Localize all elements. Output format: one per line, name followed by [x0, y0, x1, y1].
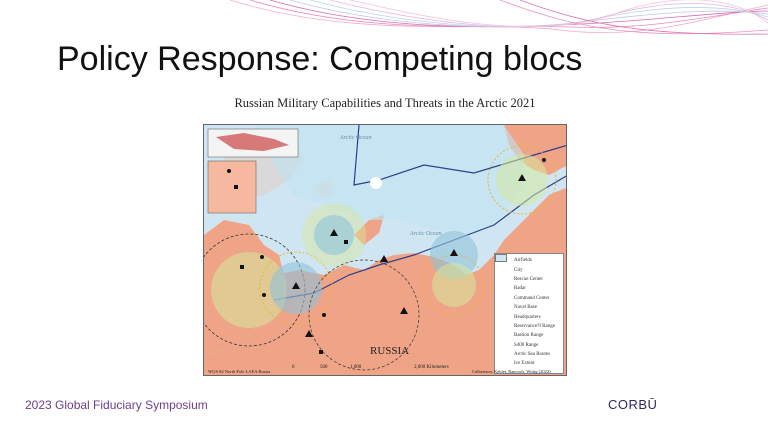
country-label: RUSSIA: [370, 345, 410, 357]
legend-label: Naval Base: [514, 305, 537, 311]
legend-label: Ice Extent: [514, 361, 535, 367]
legend-label: Headquarters: [514, 314, 541, 320]
inset-region-box: [207, 160, 257, 214]
dot-icon: [496, 255, 512, 321]
legend-label: Bastion Range: [514, 333, 544, 339]
square-icon: [496, 255, 512, 312]
arctic-map-graphic: [204, 125, 566, 375]
yellow-dash-icon: [495, 254, 512, 349]
scale-tick-500: 500: [320, 365, 328, 370]
legend-item: Naval Base: [496, 255, 560, 312]
north-pole-marker: [370, 177, 382, 189]
scale-tick-0: 0: [292, 365, 295, 370]
land-alaska: [504, 125, 566, 175]
legend-label: Radar: [514, 286, 526, 292]
event-name: 2023 Global Fiduciary Symposium: [25, 398, 208, 412]
legend-label: Reservance?I Range: [514, 323, 555, 329]
legend-item: S400 Range: [495, 254, 560, 350]
ice-extent: [254, 125, 524, 235]
circle-icon: [495, 254, 512, 293]
star-icon: [495, 254, 512, 302]
land-novaya-zemlya: [354, 215, 384, 245]
legend-item: Radar: [495, 254, 560, 293]
sea-route-north: [353, 125, 566, 186]
legend-label: Arctic Sea Routes: [514, 352, 551, 358]
legend-label: S400 Range: [514, 342, 539, 348]
map-markers: [227, 158, 546, 354]
range-circles: [204, 145, 557, 371]
blue-line-icon: [495, 257, 512, 359]
projection-note: WGS 84 North Pole LAEA Russia: [208, 369, 271, 374]
diamond-icon: [495, 254, 512, 274]
arctic-map: Airfields City Rescue Center Radar Comma…: [203, 124, 567, 376]
legend-item: Arctic Sea Routes: [495, 257, 560, 359]
ocean-label-west: Arctic Ocean: [340, 135, 372, 141]
map-caption: Russian Military Capabilities and Threat…: [234, 96, 536, 110]
ice-box-icon: [495, 254, 512, 368]
slide-title: Policy Response: Competing blocs: [57, 40, 583, 78]
legend-label: Airfields: [514, 258, 532, 264]
scale-tick-2000: 2,000 Kilometers: [414, 365, 449, 370]
legend-label: Command Center: [514, 295, 550, 301]
legend-label: Rescue Center: [514, 276, 544, 282]
legend-item: Rescue Center: [495, 254, 560, 284]
map-credit: Culbertson, Kehler, Bancroft, Wittig (20…: [472, 369, 551, 374]
dashed-circle-icon: [495, 254, 512, 330]
decorative-wave-lines: [229, 0, 768, 35]
legend-item: Headquarters: [496, 255, 560, 321]
scale-tick-1000: 1,000: [350, 365, 362, 370]
legend-item: Bastion Range: [495, 254, 560, 340]
plus-icon: [495, 254, 512, 283]
ocean-label-east: Arctic Ocean: [410, 231, 442, 237]
legend-item: Airfields: [495, 254, 560, 265]
company-logo: CORBŪ: [608, 397, 658, 412]
legend-item: City: [495, 254, 560, 274]
legend-item: Reservance?I Range: [495, 254, 560, 331]
legend-item: Ice Extent: [495, 254, 560, 368]
gray-box-icon: [495, 254, 512, 340]
land-russia: [204, 187, 566, 375]
legend-item: Command Center: [495, 254, 560, 303]
map-legend: Airfields City Rescue Center Radar Comma…: [494, 253, 564, 374]
legend-label: City: [514, 267, 523, 273]
